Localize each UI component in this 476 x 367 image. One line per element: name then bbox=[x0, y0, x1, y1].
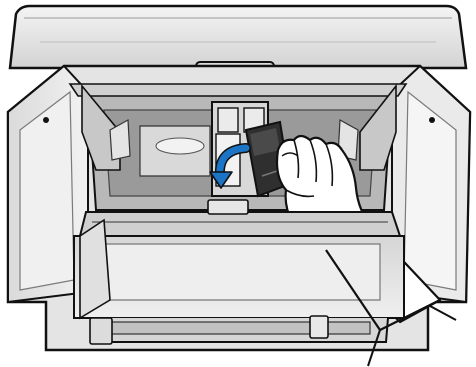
printer-lid bbox=[10, 6, 466, 74]
paper-tray bbox=[74, 220, 404, 344]
